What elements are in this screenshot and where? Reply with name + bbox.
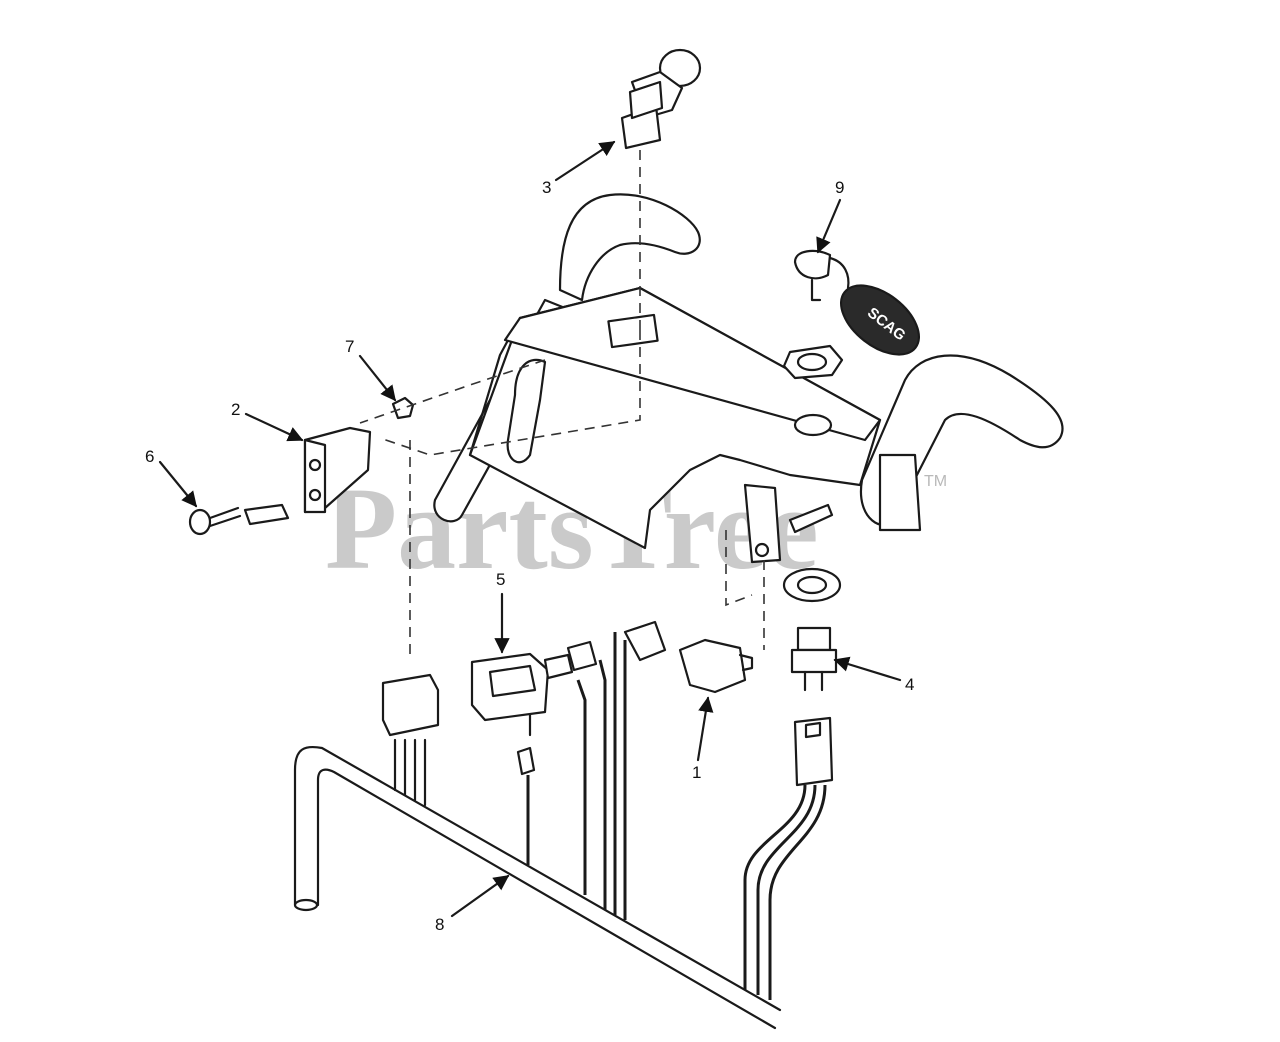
callout-labels: 3 9 7 2 6 5 4 1 8 — [145, 178, 914, 934]
harness-connector-small — [516, 746, 536, 865]
part-9-key: SCAG — [793, 249, 921, 356]
callout-8: 8 — [435, 915, 444, 934]
harness-connector-pair — [543, 640, 607, 910]
assembly-guide-lines — [359, 150, 765, 660]
callout-6: 6 — [145, 447, 154, 466]
lock-washer — [782, 567, 842, 603]
mounting-plate — [468, 286, 922, 564]
part-8-harness — [293, 745, 782, 1030]
harness-connector-sensor — [743, 716, 834, 1000]
part-2-bracket — [243, 426, 372, 526]
callout-4: 4 — [905, 675, 914, 694]
part-1-switch — [613, 620, 754, 920]
part-3-switch — [620, 48, 702, 150]
plate-square-hole — [607, 313, 659, 349]
plate-slot — [506, 358, 547, 464]
callout-2: 2 — [231, 400, 240, 419]
hex-nut — [782, 344, 844, 380]
callout-7: 7 — [345, 337, 354, 356]
callout-9: 9 — [835, 178, 844, 197]
callout-arrows — [158, 140, 902, 918]
part-5-hourmeter — [470, 652, 550, 737]
callout-3: 3 — [542, 178, 551, 197]
watermark-trademark: TM — [924, 473, 947, 490]
plate-round-hole — [793, 413, 833, 437]
part-6-screw — [188, 506, 242, 536]
harness-connector-multi — [381, 673, 440, 807]
part-7-nut — [391, 396, 415, 420]
part-4-sensor — [790, 626, 838, 692]
callout-5: 5 — [496, 570, 505, 589]
callout-1: 1 — [692, 763, 701, 782]
keyfob — [839, 284, 921, 356]
